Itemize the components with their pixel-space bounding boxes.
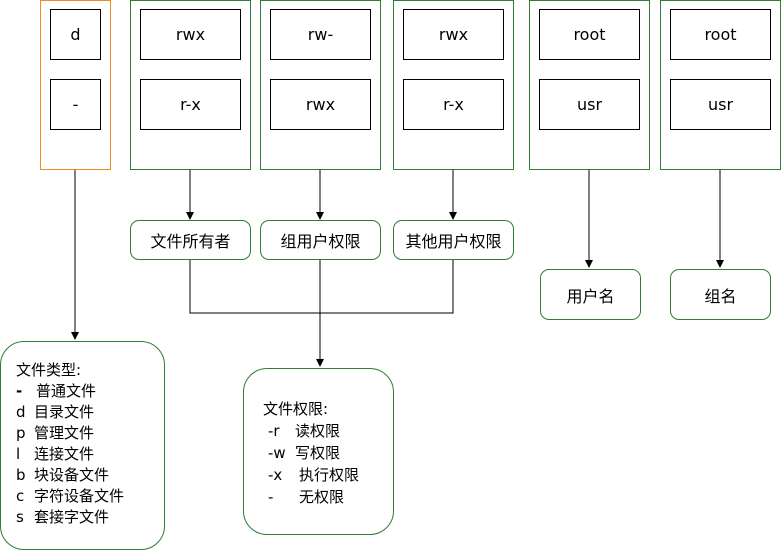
group-perm-cell-alt: rwx [270,79,371,130]
group-cell-alt: usr [670,79,771,130]
merge-line [189,260,454,314]
owner-label: 文件所有者 [130,220,251,260]
other-perm-cell-alt: r-x [403,79,504,130]
permissions-title: 文件权限: [263,400,329,418]
group-cell: root [670,9,771,60]
group-perm-label: 组用户权限 [260,220,381,260]
user-cell: root [539,9,640,60]
user-cell-alt: usr [539,79,640,130]
file-type-cell-alt: - [50,79,101,130]
owner-perm-cell: rwx [140,9,241,60]
other-perm-label: 其他用户权限 [393,220,514,260]
list-item: -普通文件 [16,382,97,400]
file-type-cell: d [50,9,101,60]
groupname-label: 组名 [670,269,771,320]
username-label: 用户名 [540,269,641,320]
file-types-title: 文件类型: [16,361,82,379]
list-item: -无权限 [268,488,345,506]
other-perm-cell: rwx [403,9,504,60]
group-perm-cell: rw- [270,9,371,60]
owner-perm-cell-alt: r-x [140,79,241,130]
